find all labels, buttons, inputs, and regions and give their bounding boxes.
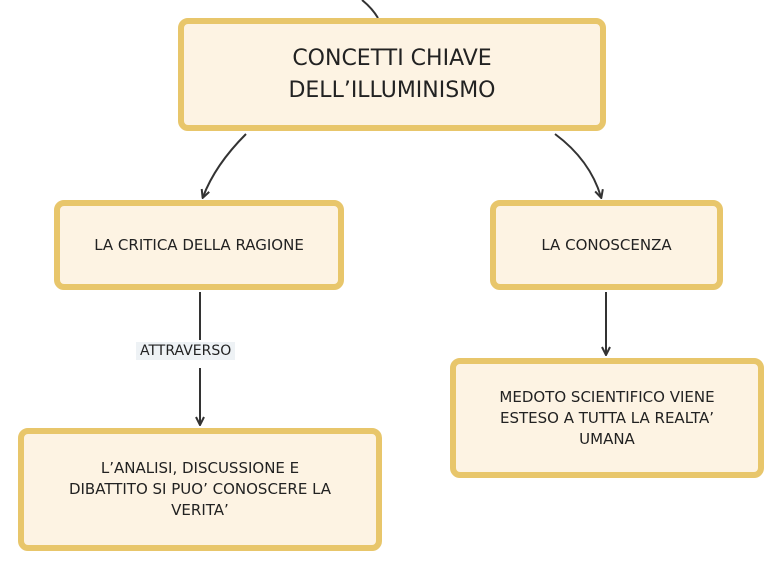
root-node[interactable]: CONCETTI CHIAVE DELL’ILLUMINISMO [178, 18, 606, 131]
analisi-node[interactable]: L’ANALISI, DISCUSSIONE E DIBATTITO SI PU… [18, 428, 382, 551]
analisi-node-line-1: L’ANALISI, DISCUSSIONE E [100, 459, 300, 477]
metodo-node-line-3: UMANA [579, 429, 635, 448]
metodo-node-line-2: ESTESO A TUTTA LA REALTA’ [499, 408, 715, 427]
root-node-line-2: DELL’ILLUMINISMO [288, 77, 496, 103]
edge-incoming [361, 0, 379, 19]
edge-label-attraverso: ATTRAVERSO [136, 342, 236, 360]
edge-root-to-critica [203, 133, 247, 197]
conoscenza-node[interactable]: LA CONOSCENZA [490, 200, 723, 290]
analisi-node-line-3: VERITA’ [171, 501, 229, 519]
metodo-node-line-1: MEDOTO SCIENTIFICO VIENE [499, 387, 715, 406]
critica-node-label: LA CRITICA DELLA RAGIONE [94, 235, 304, 254]
conoscenza-node-label: LA CONOSCENZA [541, 235, 672, 254]
edge-root-to-conoscenza [554, 133, 601, 197]
analisi-node-line-2: DIBATTITO SI PUO’ CONOSCERE LA [68, 480, 332, 498]
metodo-node[interactable]: MEDOTO SCIENTIFICO VIENE ESTESO A TUTTA … [450, 358, 764, 478]
critica-node[interactable]: LA CRITICA DELLA RAGIONE [54, 200, 344, 290]
root-node-line-1: CONCETTI CHIAVE [292, 45, 492, 71]
